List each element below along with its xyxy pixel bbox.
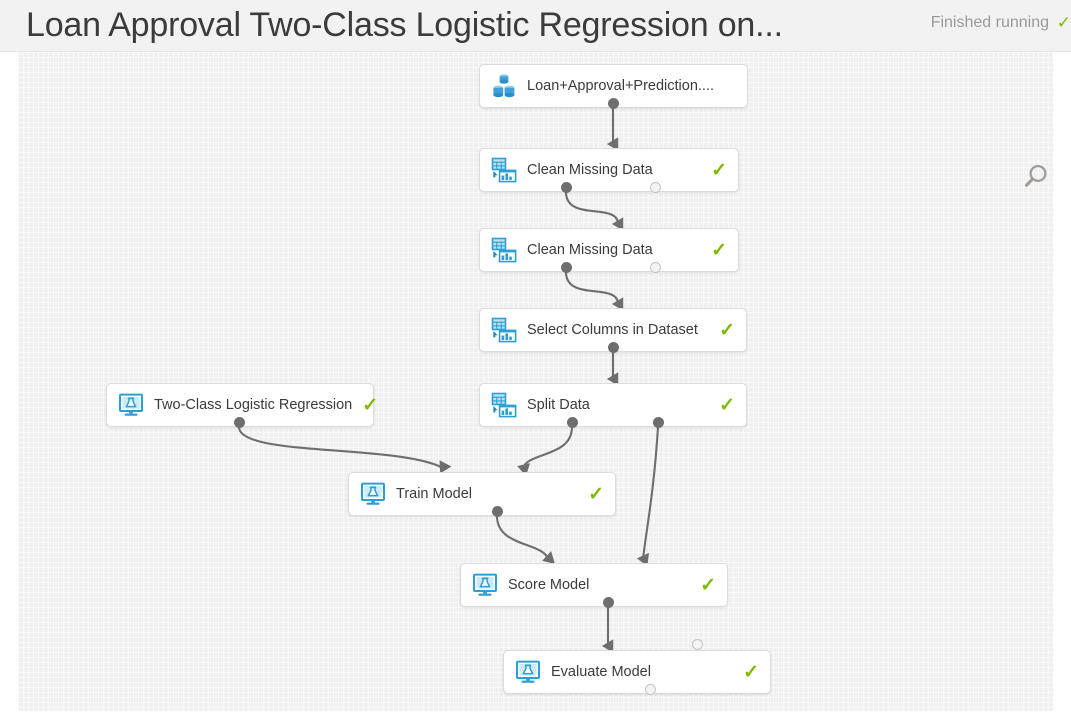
node-status-check-icon: ✓ <box>700 574 716 596</box>
experiment-canvas[interactable]: Loan+Approval+Prediction.... Clean Missi… <box>18 52 1053 711</box>
node-select-columns-in-dataset[interactable]: Select Columns in Dataset ✓ <box>479 308 747 352</box>
node-split-data[interactable]: Split Data ✓ <box>479 383 747 427</box>
port-clean-missing-data-2-output-right[interactable] <box>649 261 661 273</box>
node-status-check-icon: ✓ <box>719 319 735 341</box>
edge-split-data-to-train-model <box>517 426 574 476</box>
node-label: Train Model <box>396 486 473 502</box>
node-status-check-icon: ✓ <box>711 159 727 181</box>
node-label: Evaluate Model <box>551 664 651 680</box>
ml-model-icon <box>473 573 497 596</box>
database-icon <box>493 74 515 98</box>
port-evaluate-model-input-right[interactable] <box>691 638 703 650</box>
node-label: Two-Class Logistic Regression <box>154 397 353 413</box>
port-evaluate-model-output[interactable] <box>644 683 656 695</box>
ml-model-icon <box>516 660 540 683</box>
port-train-model-output[interactable] <box>491 505 503 517</box>
edge-clean-missing-data-2-to-select-columns-in-dataset <box>564 271 624 311</box>
port-clean-missing-data-1-output-right[interactable] <box>649 181 661 193</box>
node-label: Select Columns in Dataset <box>527 322 698 338</box>
node-label: Clean Missing Data <box>527 162 653 178</box>
node-clean-missing-data-1[interactable]: Clean Missing Data ✓ <box>479 148 739 192</box>
experiment-header: Loan Approval Two-Class Logistic Regress… <box>0 0 1071 52</box>
data-transform-icon <box>491 157 517 183</box>
run-status-text: Finished running <box>930 14 1049 31</box>
node-score-model[interactable]: Score Model ✓ <box>460 563 728 607</box>
node-status-check-icon: ✓ <box>362 394 379 416</box>
node-train-model[interactable]: Train Model ✓ <box>348 472 616 516</box>
node-label: Score Model <box>508 577 590 593</box>
data-transform-icon <box>491 317 517 343</box>
run-status-label: Finished running <box>931 12 1049 34</box>
page-title: Loan Approval Two-Class Logistic Regress… <box>26 6 783 44</box>
node-label: Loan+Approval+Prediction.... <box>527 78 715 94</box>
node-label: Split Data <box>527 397 590 413</box>
node-status-check-icon: ✓ <box>743 661 759 683</box>
edge-two-class-logistic-regression-to-train-model <box>237 426 452 474</box>
port-two-class-logistic-regression-output[interactable] <box>233 416 245 428</box>
node-label: Clean Missing Data <box>527 242 653 258</box>
run-status-check-icon: ✓ <box>1056 13 1071 32</box>
node-clean-missing-data-2[interactable]: Clean Missing Data ✓ <box>479 228 739 272</box>
port-clean-missing-data-2-output-left[interactable] <box>560 261 572 273</box>
node-two-class-logistic-regression[interactable]: Two-Class Logistic Regression ✓ <box>106 383 378 427</box>
port-split-data-output-left[interactable] <box>566 416 578 428</box>
node-status-check-icon: ✓ <box>719 394 735 416</box>
port-score-model-output[interactable] <box>602 596 614 608</box>
node-status-check-icon: ✓ <box>711 239 727 261</box>
port-dataset-output[interactable] <box>607 97 619 109</box>
ml-model-icon <box>119 393 143 416</box>
port-clean-missing-data-1-output-left[interactable] <box>560 181 572 193</box>
data-transform-icon <box>491 237 517 263</box>
edge-split-data-to-score-model <box>636 426 660 567</box>
node-evaluate-model[interactable]: Evaluate Model ✓ <box>503 650 771 694</box>
node-status-check-icon: ✓ <box>588 483 604 505</box>
search-icon[interactable] <box>1018 160 1052 194</box>
ml-model-icon <box>361 482 385 505</box>
data-transform-icon <box>491 392 517 418</box>
edge-clean-missing-data-1-to-clean-missing-data-2 <box>564 191 624 231</box>
edge-train-model-to-score-model <box>495 515 555 564</box>
port-split-data-output-right[interactable] <box>652 416 664 428</box>
search-icon-glyph <box>1025 164 1047 187</box>
port-select-columns-in-dataset-output[interactable] <box>607 341 619 353</box>
